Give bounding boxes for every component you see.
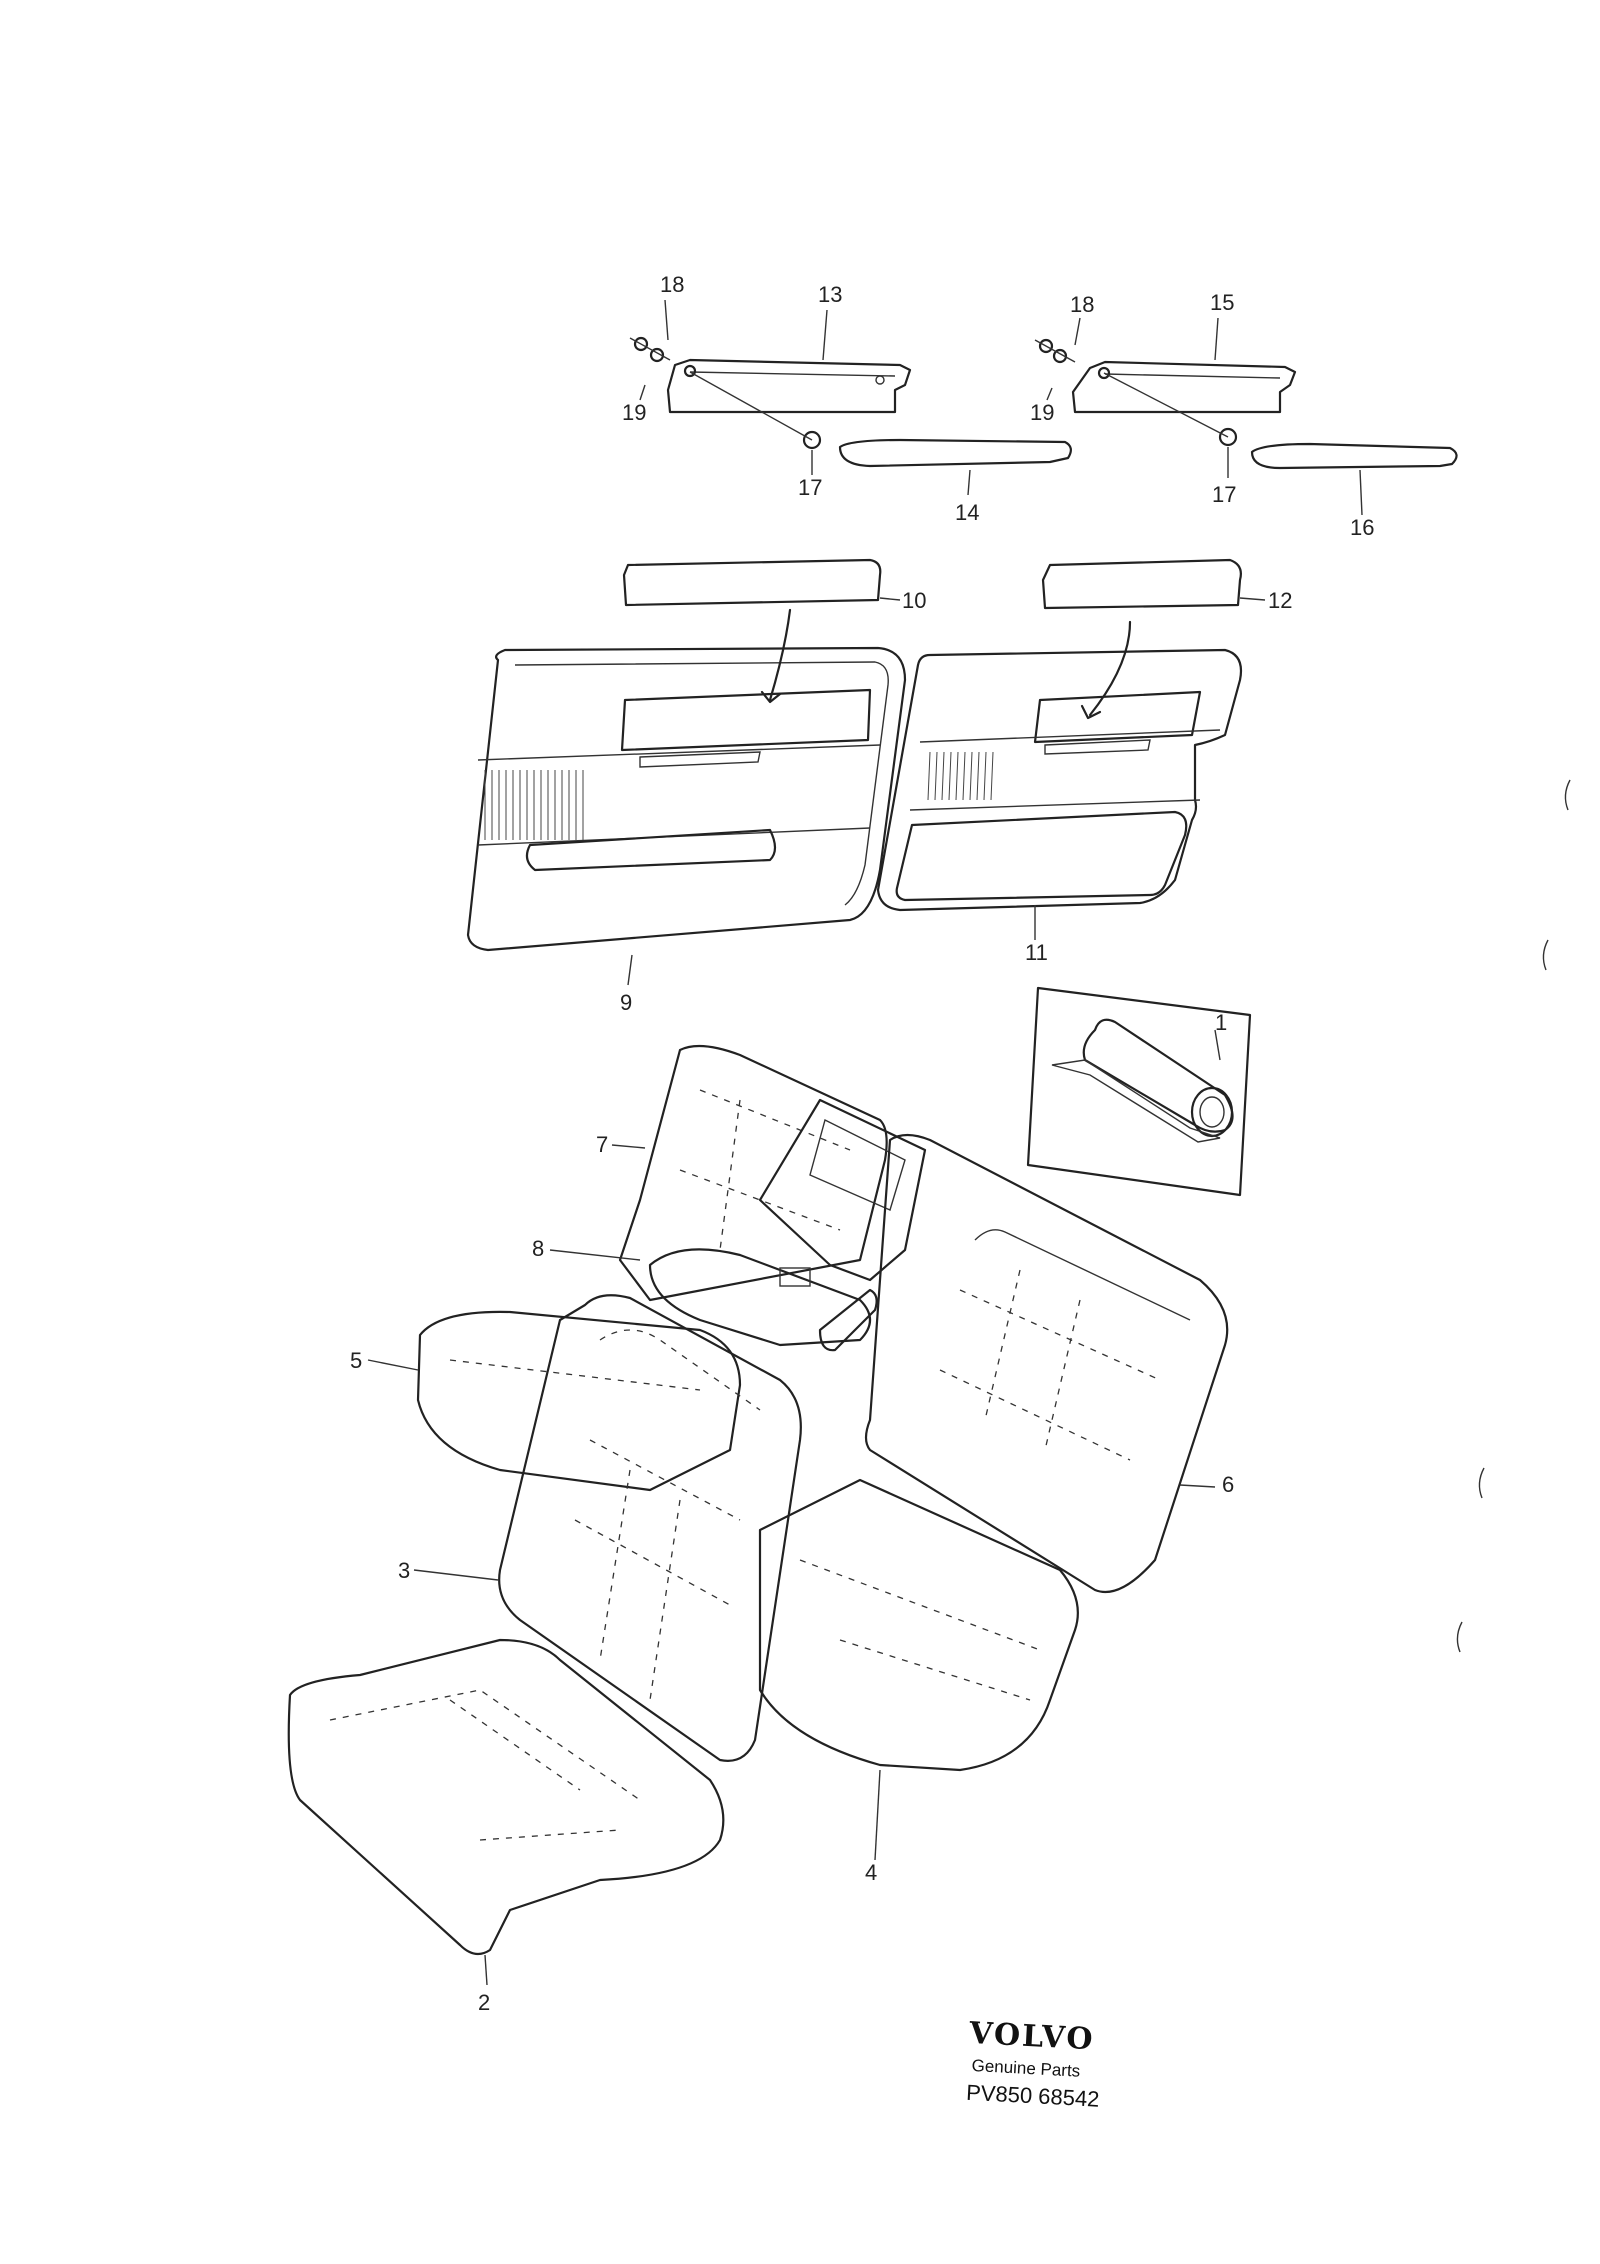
door-panel-11 [876, 620, 1243, 912]
rear-backrest-7 [618, 1044, 888, 1302]
callout-3: 3 [398, 1558, 410, 1583]
callout-10: 10 [902, 588, 926, 613]
callout-7: 7 [596, 1132, 608, 1157]
callout-18-left: 18 [660, 272, 684, 297]
callout-6: 6 [1222, 1472, 1234, 1497]
callout-15: 15 [1210, 290, 1234, 315]
armrest-8 [648, 1098, 927, 1352]
callout-labels: 1 2 3 4 5 6 7 8 9 10 11 12 13 14 15 16 1… [350, 272, 1374, 2015]
callout-19-left: 19 [622, 400, 646, 425]
rear-cushion-4 [758, 1478, 1079, 1772]
callout-16: 16 [1350, 515, 1374, 540]
callout-14: 14 [955, 500, 979, 525]
callout-9: 9 [620, 990, 632, 1015]
callout-12: 12 [1268, 588, 1292, 613]
clip-18-19-right [1034, 338, 1076, 364]
rear-cushion-5 [416, 1310, 742, 1492]
brand-logo: VOLVO [967, 2016, 1095, 2058]
callout-1: 1 [1215, 1010, 1227, 1035]
door-panel-9 [466, 608, 907, 952]
callout-5: 5 [350, 1348, 362, 1373]
armrest-pad-12 [1041, 558, 1242, 610]
part-catalog-code: PV850 68542 [966, 2080, 1100, 2112]
callout-13: 13 [818, 282, 842, 307]
callout-19-right: 19 [1030, 400, 1054, 425]
front-cushion-2 [287, 1638, 725, 1956]
callout-2: 2 [478, 1990, 490, 2015]
brand-block: VOLVO Genuine Parts PV850 68542 [966, 2016, 1100, 2112]
callout-17-right: 17 [1212, 482, 1236, 507]
trim-strip-16 [1103, 372, 1458, 470]
callout-4: 4 [865, 1860, 877, 1885]
leader-lines [367, 299, 1363, 1986]
trim-strip-14 [689, 371, 1072, 468]
front-backrest-3 [498, 1294, 802, 1762]
margin-marks [1456, 779, 1571, 1653]
brand-tagline: Genuine Parts [971, 2056, 1081, 2081]
material-roll-inset [1026, 986, 1252, 1197]
rear-backrest-6 [864, 1133, 1229, 1594]
clip-18-19-left [629, 336, 671, 363]
callout-18-right: 18 [1070, 292, 1094, 317]
callout-8: 8 [532, 1236, 544, 1261]
callout-11: 11 [1025, 940, 1048, 965]
trim-strip-15 [1071, 360, 1297, 414]
callout-17-left: 17 [798, 475, 822, 500]
armrest-pad-10 [622, 558, 882, 607]
trim-strip-13 [666, 358, 912, 414]
